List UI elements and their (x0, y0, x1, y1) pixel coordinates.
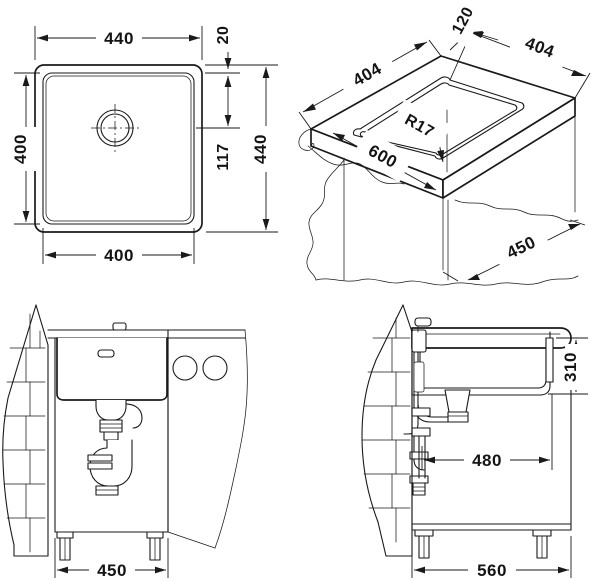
cutout-opening-outer (352, 76, 525, 160)
dim-label-440-top: 440 (104, 29, 134, 48)
dim-label-310: 310 (561, 352, 580, 382)
overflow-slot (97, 349, 115, 358)
view-front-elevation: 450 (2, 304, 248, 581)
brick-wall-left (2, 304, 49, 557)
worktop-break-wave-front (307, 145, 405, 185)
tap-hole-1 (172, 355, 198, 381)
dim-label-450-front: 450 (97, 561, 127, 580)
dim-label-440-right: 440 (251, 134, 270, 164)
dim-117 (196, 76, 240, 129)
sink-outer-rim (34, 64, 203, 233)
dim-label-117: 117 (215, 143, 232, 170)
sink-bowl-inner-outline (45, 75, 192, 222)
view-top-plan: 440 400 400 20 (11, 18, 278, 266)
worktop-break-right-front (214, 329, 248, 549)
sink-bowl-section-outer (411, 331, 551, 396)
cabinet-break-left (306, 159, 345, 281)
pipework-section (403, 317, 449, 496)
dim-label-400-left: 400 (11, 134, 30, 164)
cabinet-feet-side (414, 529, 552, 559)
wall-break-wave (2, 304, 37, 557)
bowl-rim-return (545, 337, 554, 383)
tap-hole-2 (202, 355, 228, 381)
tap-boss (112, 322, 127, 331)
cabinet-feet-front (56, 531, 164, 561)
worktop-break-line-left (298, 128, 315, 151)
cabinet-bottom-break-front (167, 531, 216, 549)
drain-hole (91, 104, 139, 152)
cabinet-break-inner (454, 199, 579, 222)
sink-bowl-front (56, 337, 168, 401)
wall-break-wave-right (361, 304, 404, 557)
waste-funnel-section (435, 387, 481, 423)
view-side-section: 310 480 560 (361, 304, 588, 581)
dim-label-20: 20 (215, 26, 232, 45)
waste-assembly-front (87, 399, 143, 496)
dim-label-400-bottom: 400 (104, 246, 134, 265)
wall-right-edge (35, 304, 49, 557)
view-isometric-cutout: 404 404 120 600 (298, 0, 591, 286)
dim-label-480: 480 (472, 451, 502, 470)
dim-label-560: 560 (477, 561, 507, 580)
cabinet-break-bottom (315, 275, 579, 286)
sink-bowl-outline (42, 72, 195, 225)
